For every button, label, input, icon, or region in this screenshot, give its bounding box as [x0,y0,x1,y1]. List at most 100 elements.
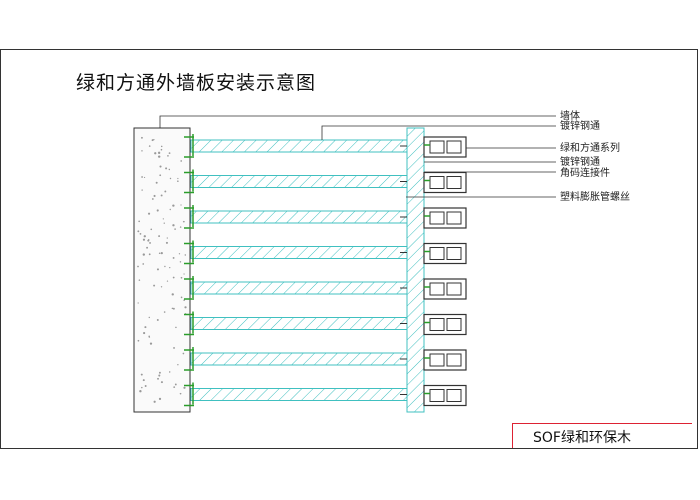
square-tube-icon [423,278,467,300]
wall-speck [139,232,142,235]
wall-speck [142,379,145,382]
wall-speck [155,181,158,184]
wall-speck [158,371,161,374]
square-tube-icon [423,349,467,371]
wall-speck [148,145,151,147]
wall-speck [138,220,140,223]
wall-speck [150,228,153,231]
wall-speck [142,253,145,256]
wall-speck [148,253,151,256]
wall-speck [172,256,175,259]
square-tube-icon [423,384,467,407]
label-product-series: 绿和方通系列 [560,141,620,154]
wall-speck [177,177,179,180]
wall-speck [160,286,163,288]
wall-speck [172,276,175,279]
wall-speck [168,371,171,373]
wall-speck [137,339,140,342]
wall-speck [163,311,166,313]
wall-speck [168,168,171,171]
wall-speck [142,238,146,241]
horizontal-rail [190,246,408,259]
wall-speck [141,386,143,389]
wall-speck [180,160,183,162]
horizontal-rail [190,388,408,401]
wall-speck [153,138,155,141]
wall-speck [142,331,146,335]
wall-speck [173,347,175,349]
wall-speck [141,150,143,152]
horizontal-rail [190,317,408,330]
wall-body [133,127,191,413]
brand-name: SOF绿和环保木 [533,430,631,446]
wall-speck [138,279,141,281]
wall-speck [172,224,175,227]
wall-speck [164,265,166,268]
drawing-frame [0,49,698,449]
square-tube-icon [423,171,467,194]
horizontal-rail [190,210,408,224]
wall-speck [160,381,163,384]
wall-speck [143,235,146,238]
wall-speck [141,176,143,178]
wall-speck [184,254,187,256]
wall-speck [141,189,143,191]
horizontal-rail [190,281,408,295]
wall-speck [153,194,156,198]
horizontal-rail [190,139,408,153]
leader-galvanized-top [321,125,556,140]
wall-speck [157,155,161,158]
wall-speck [168,152,171,155]
wall-speck [158,235,161,238]
wall-speck [162,218,164,220]
wall-speck [165,241,168,244]
wall-speck [174,228,176,230]
leader-wall [159,115,556,128]
wall-speck [160,148,163,151]
wall-speck [171,307,174,310]
wall-speck [139,390,142,393]
label-wall: 墙体 [560,109,580,122]
wall-speck [182,220,185,223]
label-angle-connector: 角码连接件 [560,166,610,179]
horizontal-rail [190,175,408,188]
wall-speck [179,226,182,228]
wall-speck [153,284,156,287]
vertical-galvanized-tube [406,127,425,413]
horizontal-rails [190,139,408,401]
wall-speck [177,364,179,366]
wall-speck [158,252,161,255]
wall-speck [169,208,171,211]
wall-speck [137,230,140,233]
wall-speck [149,242,151,244]
wall-texture [137,136,187,403]
wall-speck [141,136,143,139]
wall-speck [183,273,185,275]
leader-lines [159,115,556,198]
wall-speck [166,237,168,239]
wall-speck [174,383,177,386]
angle-connectors [184,134,194,407]
expansion-screws [400,145,407,395]
label-galvanized-mid: 镀锌钢通 [560,155,600,168]
wall-speck [157,151,161,155]
wall-speck [148,316,150,319]
label-expansion-screw: 塑料膨胀管螺丝 [560,190,630,203]
label-galvanized-top: 镀锌钢通 [560,119,600,132]
square-tube-icon [423,242,467,265]
wall-speck [180,276,183,279]
wall-speck [158,374,161,377]
wall-speck [156,318,159,321]
wall-speck [160,252,163,255]
wall-speck [156,268,159,271]
wall-speck [169,177,172,180]
wall-speck [148,335,150,338]
wall-speck [179,392,182,395]
square-tube-icon [423,136,467,158]
wall-speck [151,198,154,200]
wall-speck [179,261,182,263]
wall-speck [159,174,162,177]
wall-speck [142,263,145,265]
wall-speck [159,165,162,168]
